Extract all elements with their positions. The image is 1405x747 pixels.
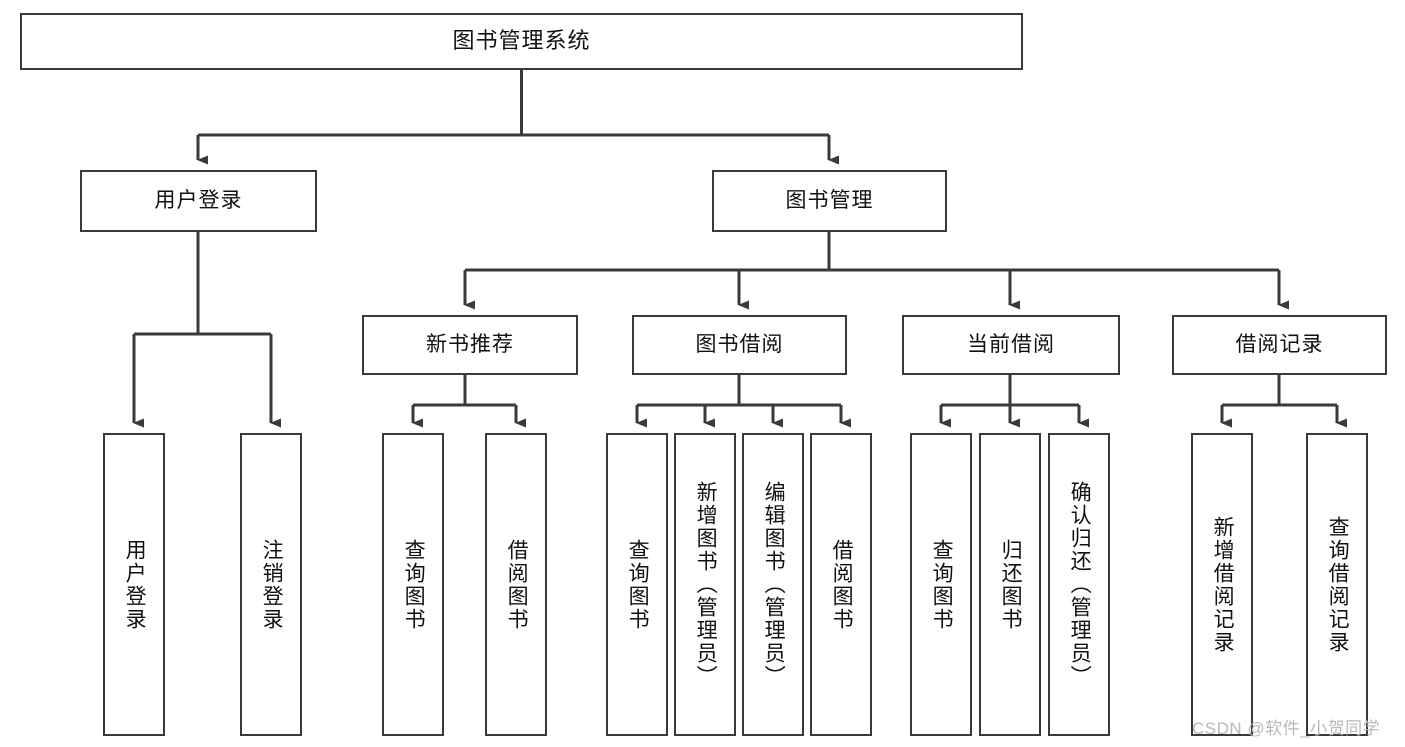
node-root-label: 图书管理系统 (452, 28, 591, 54)
node-leaf-edit-book-label: 编辑图书（管理员） (762, 481, 786, 688)
node-user-login[interactable]: 用户登录 (80, 170, 317, 232)
node-leaf-query-book-3[interactable]: 查询图书 (910, 433, 972, 736)
node-leaf-query-book-2-label: 查询图书 (626, 538, 650, 631)
node-leaf-borrow-book-2[interactable]: 借阅图书 (810, 433, 872, 736)
node-borrow-record[interactable]: 借阅记录 (1172, 315, 1387, 375)
node-leaf-user-login[interactable]: 用户登录 (103, 433, 165, 736)
node-leaf-user-login-label: 用户登录 (123, 538, 147, 631)
node-leaf-return-book-label: 归还图书 (999, 538, 1023, 631)
node-leaf-add-book-label: 新增图书（管理员） (694, 481, 718, 688)
csdn-watermark: CSDN @软件_小贺同学 (1192, 719, 1381, 738)
node-leaf-query-book-3-label: 查询图书 (930, 538, 954, 631)
node-leaf-query-book-2[interactable]: 查询图书 (606, 433, 668, 736)
node-leaf-query-borrow-record[interactable]: 查询借阅记录 (1306, 433, 1368, 736)
node-leaf-return-book[interactable]: 归还图书 (979, 433, 1041, 736)
node-leaf-add-borrow-record-label: 新增借阅记录 (1211, 515, 1235, 654)
node-new-book-recommendation[interactable]: 新书推荐 (362, 315, 578, 375)
node-book-borrow[interactable]: 图书借阅 (632, 315, 847, 375)
node-current-borrow-label: 当前借阅 (967, 333, 1055, 357)
node-leaf-add-borrow-record[interactable]: 新增借阅记录 (1191, 433, 1253, 736)
node-leaf-borrow-book-1[interactable]: 借阅图书 (485, 433, 547, 736)
node-leaf-logout[interactable]: 注销登录 (240, 433, 302, 736)
node-leaf-query-book-1-label: 查询图书 (402, 538, 426, 631)
node-leaf-add-book[interactable]: 新增图书（管理员） (674, 433, 736, 736)
node-user-login-label: 用户登录 (154, 189, 243, 213)
node-leaf-borrow-book-1-label: 借阅图书 (505, 538, 529, 631)
node-book-borrow-label: 图书借阅 (695, 333, 784, 357)
node-leaf-borrow-book-2-label: 借阅图书 (830, 538, 854, 631)
node-leaf-confirm-return-label: 确认归还（管理员） (1068, 481, 1092, 688)
node-new-book-recommendation-label: 新书推荐 (426, 333, 514, 357)
node-root-system[interactable]: 图书管理系统 (20, 13, 1023, 70)
node-leaf-logout-label: 注销登录 (260, 538, 284, 631)
node-current-borrow[interactable]: 当前借阅 (902, 315, 1120, 375)
node-book-manage[interactable]: 图书管理 (712, 170, 947, 232)
node-leaf-query-book-1[interactable]: 查询图书 (382, 433, 444, 736)
node-leaf-confirm-return[interactable]: 确认归还（管理员） (1048, 433, 1110, 736)
node-book-manage-label: 图书管理 (785, 189, 874, 213)
node-leaf-edit-book[interactable]: 编辑图书（管理员） (742, 433, 804, 736)
node-borrow-record-label: 借阅记录 (1235, 333, 1324, 357)
node-leaf-query-borrow-record-label: 查询借阅记录 (1326, 515, 1350, 654)
